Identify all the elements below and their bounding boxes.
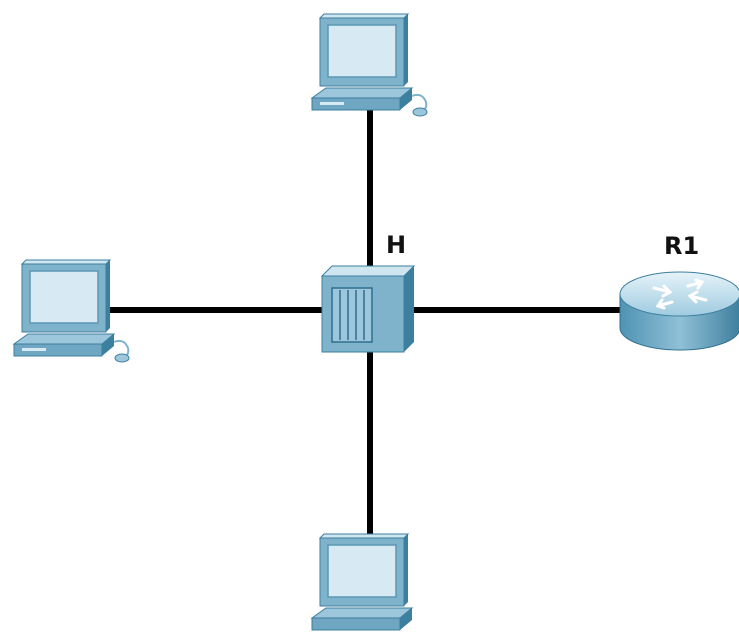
pc-left-desktop-computer-icon[interactable]: [12, 259, 130, 363]
hub-network-hub-icon[interactable]: [320, 265, 416, 353]
hub-label: H: [386, 231, 407, 259]
pc-top-desktop-computer-icon[interactable]: [310, 13, 428, 117]
links: [110, 110, 628, 540]
router-label: R1: [664, 232, 700, 260]
router-r1-router-icon[interactable]: [619, 271, 739, 351]
pc-bottom-desktop-computer-icon[interactable]: [310, 533, 414, 631]
